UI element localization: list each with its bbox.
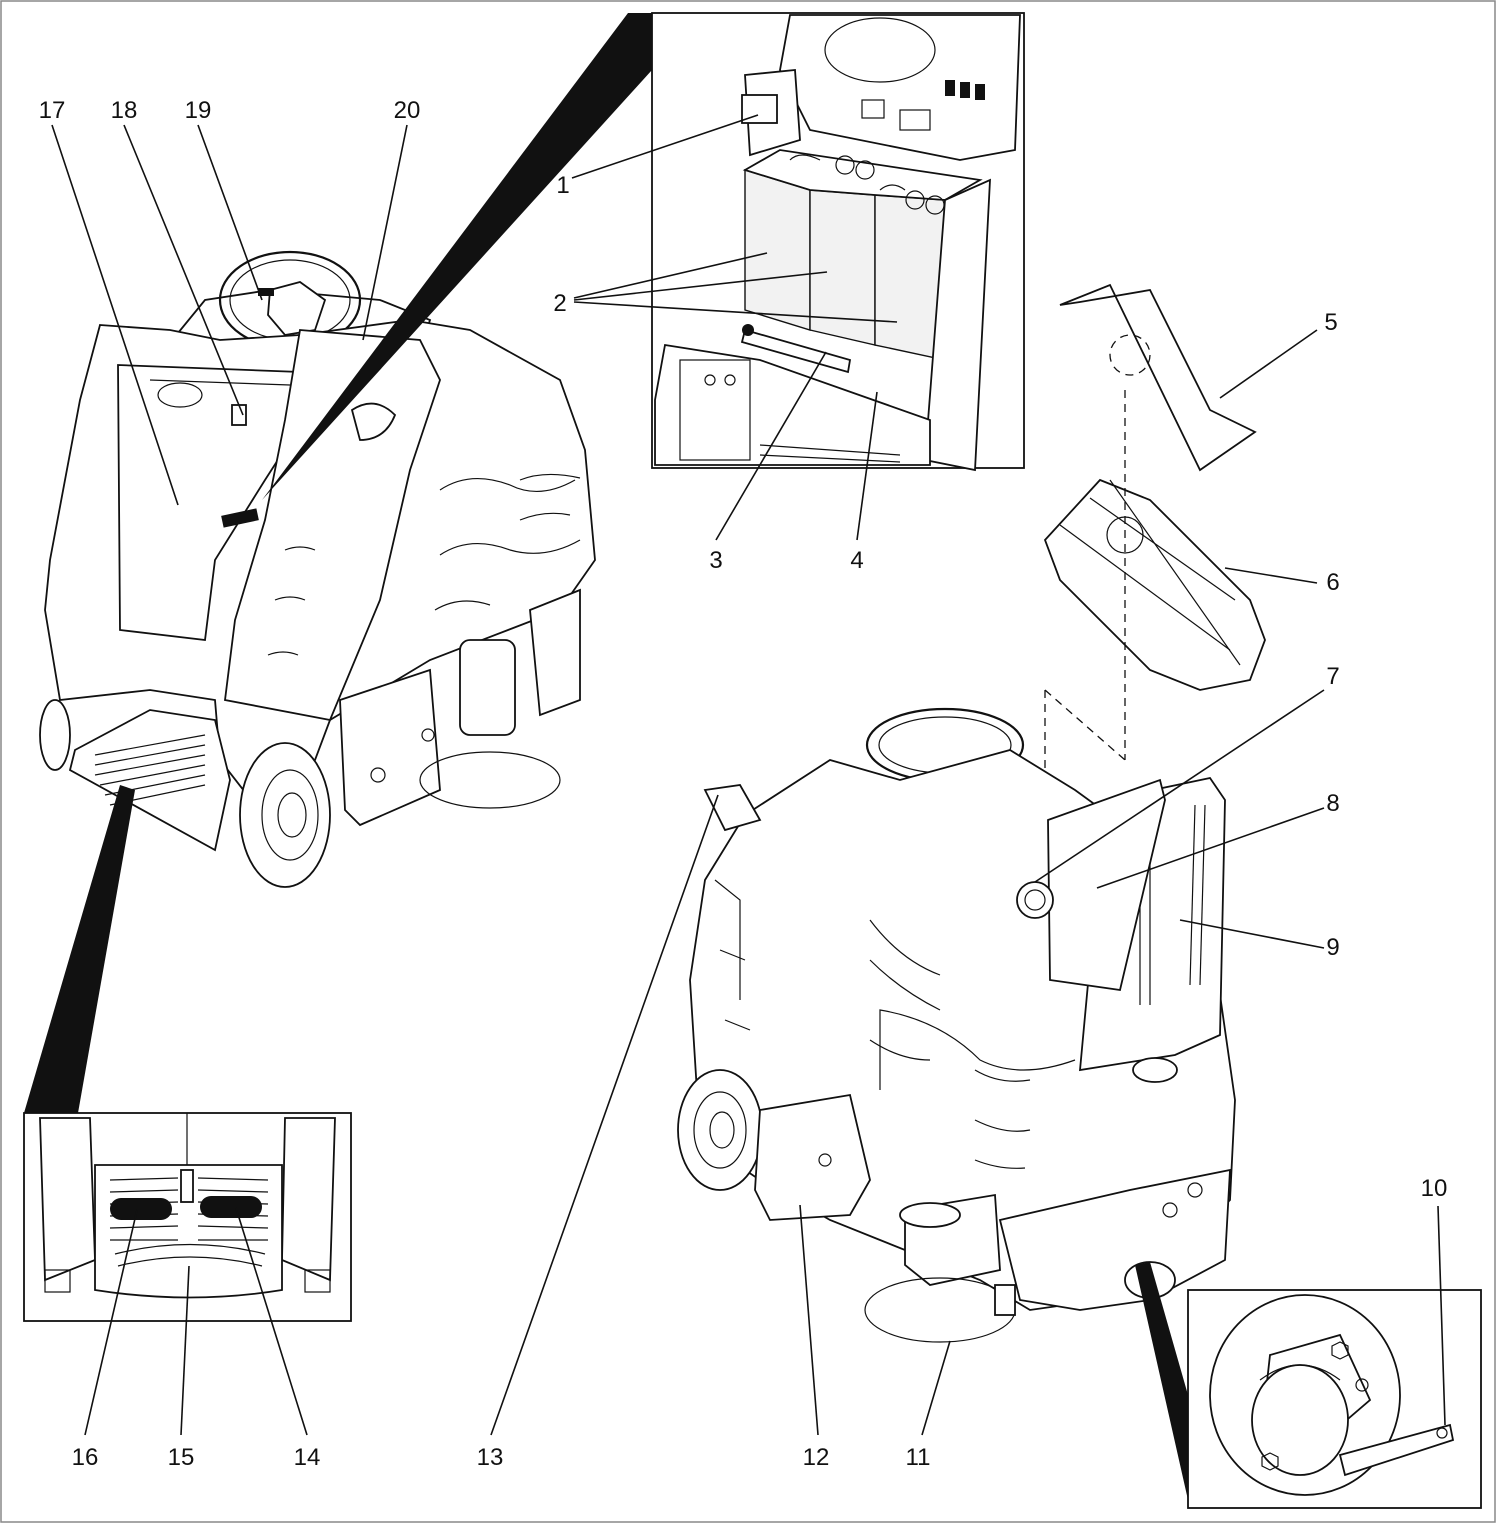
wheel-hub <box>1251 1364 1349 1476</box>
callout-20: 20 <box>394 97 421 124</box>
leader-lines <box>51 114 1446 1436</box>
callout-3: 3 <box>709 547 722 574</box>
battery-side-cover <box>754 1093 871 1221</box>
key-switch-knob <box>231 404 247 426</box>
battery-1 <box>744 169 811 331</box>
brake-pedal <box>110 1198 172 1220</box>
front-wheel-right <box>677 1069 763 1191</box>
battery-connector-bracket <box>741 94 778 124</box>
callout-8: 8 <box>1326 790 1339 817</box>
callout-labels: 17 18 19 20 1 2 3 4 5 6 7 8 9 10 11 12 1… <box>39 97 1448 1471</box>
callout-16: 16 <box>72 1444 99 1471</box>
callout-7: 7 <box>1326 663 1339 690</box>
vacuum-fan-knob <box>1016 881 1054 919</box>
callout-18: 18 <box>111 97 138 124</box>
battery-tray <box>654 343 931 466</box>
side-brush <box>864 1277 1016 1343</box>
filter-bag <box>1059 283 1257 472</box>
rear-wheel-left <box>239 742 331 888</box>
rear-handle <box>703 784 762 832</box>
callout-5: 5 <box>1324 309 1337 336</box>
callout-12: 12 <box>803 1444 830 1471</box>
filter-cover <box>1043 478 1266 691</box>
callout-15: 15 <box>168 1444 195 1471</box>
callout-1: 1 <box>556 172 569 199</box>
battery-2 <box>809 189 876 346</box>
callout-9: 9 <box>1326 934 1339 961</box>
wheel-detail-inset <box>1135 1262 1482 1509</box>
callout-19: 19 <box>185 97 212 124</box>
battery-hold-down-bar <box>740 328 852 374</box>
callout-14: 14 <box>294 1444 321 1471</box>
callout-11: 11 <box>906 1444 931 1471</box>
sweeper-front-view <box>39 250 596 888</box>
footboard-left <box>68 709 231 852</box>
callout-2: 2 <box>553 290 566 317</box>
callout-10: 10 <box>1421 1175 1448 1202</box>
callout-4: 4 <box>850 547 863 574</box>
callout-6: 6 <box>1326 569 1339 596</box>
callout-17: 17 <box>39 97 66 124</box>
sweeper-rear-view <box>677 283 1266 1343</box>
callout-13: 13 <box>477 1444 504 1471</box>
battery-compartment-inset <box>262 12 1025 500</box>
accelerator-pedal <box>200 1196 262 1218</box>
